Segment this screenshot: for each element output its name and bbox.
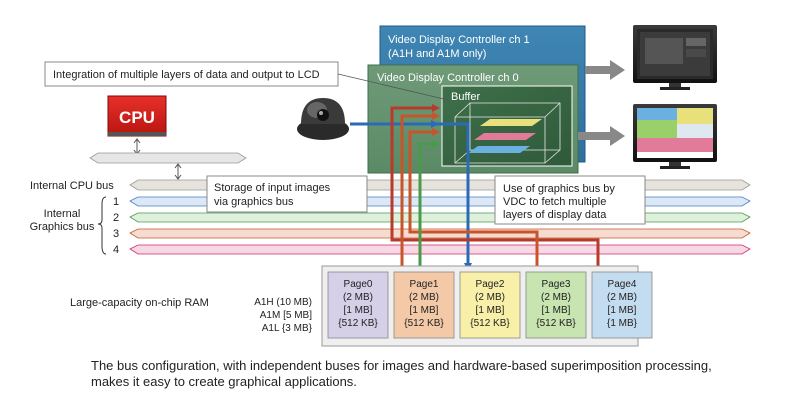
- caption-line-2: makes it easy to create graphical applic…: [91, 374, 357, 389]
- ram-page-a1h: (2 MB): [409, 292, 439, 303]
- ram-model-a1l: A1L {3 MB}: [262, 323, 313, 334]
- buffer-cube: [454, 102, 561, 164]
- ram-page-box: [327, 271, 389, 339]
- ram-page-a1h: (2 MB): [475, 292, 505, 303]
- ram-page-a1m: [1 MB]: [476, 305, 505, 316]
- use-text-line1: Use of graphics bus by: [503, 183, 615, 195]
- ram-page-a1l: {512 KB}: [404, 318, 444, 329]
- vdc-ch1-title: Video Display Controller ch 1: [388, 34, 530, 46]
- ram-page-box: [591, 271, 653, 339]
- output-arrow-monitor-2: [578, 126, 625, 146]
- buffer-label: Buffer: [451, 91, 480, 103]
- flow-line-page3: [408, 128, 539, 272]
- use-text-line3: layers of display data: [503, 209, 607, 221]
- ram-pages: Page0 (2 MB) [1 MB] {512 KB} Page1 (2 MB) [1 M…: [327, 271, 653, 339]
- flow-line-page4: [390, 104, 600, 272]
- ram-page-a1h: (2 MB): [607, 292, 637, 303]
- output-arrow-monitor-1: [585, 60, 625, 80]
- storage-text-line2: via graphics bus: [214, 196, 294, 208]
- buffer-layer-yellow: [480, 119, 542, 126]
- flow-line-green: [418, 140, 440, 272]
- ram-page-a1h: (2 MB): [541, 292, 571, 303]
- bus-number-1: 1: [113, 196, 119, 208]
- ram-page-name: Page1: [410, 279, 439, 290]
- bus-number-2: 2: [113, 212, 119, 224]
- ram-model-a1h: A1H (10 MB): [254, 297, 312, 308]
- bus-number-4: 4: [113, 244, 119, 256]
- svg-text:Internal: Internal: [44, 208, 81, 220]
- svg-text:Graphics bus: Graphics bus: [30, 221, 95, 233]
- ram-block: Page0 (2 MB) [1 MB] {512 KB} Page1 (2 MB) [1 M…: [321, 265, 653, 347]
- double-arrow-icon: [174, 163, 182, 180]
- ram-page-a1l: {512 KB}: [470, 318, 510, 329]
- ram-page-box: [525, 271, 587, 339]
- storage-text-line1: Storage of input images: [214, 182, 331, 194]
- ram-page-name: Page4: [608, 279, 637, 290]
- flow-line-page1: [400, 112, 440, 272]
- double-arrow-icon: [133, 138, 141, 155]
- buffer-box: Buffer: [441, 85, 573, 167]
- ram-page-1: Page1 (2 MB) [1 MB] {512 KB}: [393, 271, 455, 339]
- ram-page-box: [459, 271, 521, 339]
- cpu-label: CPU: [119, 108, 155, 127]
- ram-page-3: Page3 (2 MB) [1 MB] {512 KB}: [525, 271, 587, 339]
- graphics-bus-2: 2: [113, 212, 751, 224]
- ram-page-a1m: [1 MB]: [608, 305, 637, 316]
- use-text-line2: VDC to fetch multiple: [503, 196, 606, 208]
- camera-icon: [297, 98, 349, 140]
- integration-callout: Integration of multiple layers of data a…: [44, 61, 449, 101]
- cpu-local-bus: [89, 152, 247, 164]
- ram-page-a1h: (2 MB): [343, 292, 373, 303]
- ram-page-0: Page0 (2 MB) [1 MB] {512 KB}: [327, 271, 389, 339]
- cpu-chip: CPU: [107, 95, 167, 137]
- storage-callout: Storage of input images via graphics bus: [206, 175, 368, 213]
- ram-page-box: [393, 271, 455, 339]
- integration-text: Integration of multiple layers of data a…: [53, 69, 320, 81]
- ram-page-a1l: {512 KB}: [338, 318, 378, 329]
- ram-page-name: Page0: [344, 279, 373, 290]
- ram-page-name: Page2: [476, 279, 505, 290]
- ram-page-a1l: {1 MB}: [607, 318, 638, 329]
- buffer-layer-pink: [474, 133, 536, 140]
- ram-model-a1m: A1M [5 MB]: [260, 310, 312, 321]
- monitor-icon: [633, 104, 717, 169]
- bus-number-3: 3: [113, 228, 119, 240]
- caption: The bus configuration, with independent …: [91, 358, 791, 390]
- vdc-ch1-subtitle: (A1H and A1M only): [388, 48, 486, 60]
- ram-page-a1m: [1 MB]: [542, 305, 571, 316]
- cpu-bus-label: Internal CPU bus: [30, 180, 114, 192]
- ram-page-a1l: {512 KB}: [536, 318, 576, 329]
- use-callout: Use of graphics bus by VDC to fetch mult…: [494, 175, 646, 225]
- ram-page-name: Page3: [542, 279, 571, 290]
- graphics-bus-label: Internal Graphics bus: [30, 196, 107, 255]
- ram-page-4: Page4 (2 MB) [1 MB] {1 MB}: [591, 271, 653, 339]
- ram-page-a1m: [1 MB]: [410, 305, 439, 316]
- graphics-bus-4: 4: [113, 244, 751, 256]
- caption-line-1: The bus configuration, with independent …: [91, 358, 712, 373]
- vdc-ch0-title: Video Display Controller ch 0: [377, 72, 519, 84]
- graphics-bus-3: 3: [113, 228, 751, 240]
- buffer-layer-blue: [468, 146, 530, 153]
- ram-label: Large-capacity on-chip RAM: [70, 297, 209, 309]
- ram-page-2: Page2 (2 MB) [1 MB] {512 KB}: [459, 271, 521, 339]
- monitor-icon: [633, 25, 717, 90]
- ram-page-a1m: [1 MB]: [344, 305, 373, 316]
